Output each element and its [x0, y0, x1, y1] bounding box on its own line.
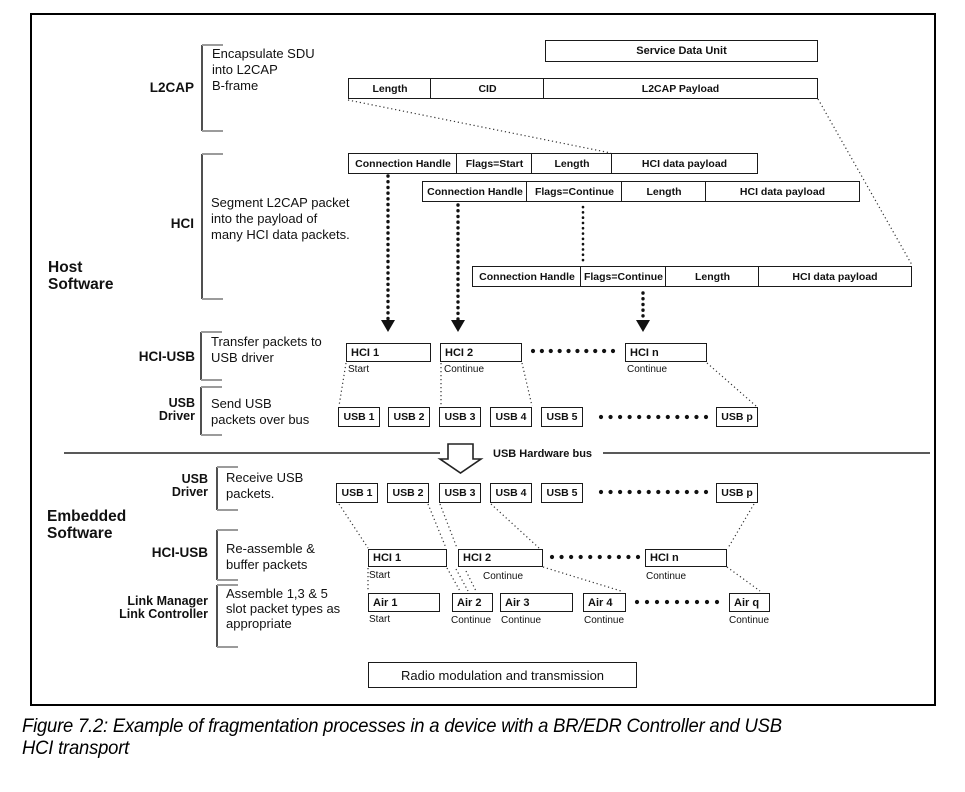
l2cap-label: L2CAP: [149, 80, 194, 95]
pkt2-flags: Flags=Continue: [526, 181, 623, 202]
pkt2-length: Length: [621, 181, 707, 202]
link-desc: Assemble 1,3 & 5 slot packet types as ap…: [226, 586, 341, 631]
hci-desc: Segment L2CAP packet into the payload of…: [211, 195, 350, 242]
usb-driver2-label: USB Driver: [171, 472, 208, 499]
ehci1-start-label: Start: [369, 570, 391, 581]
emb-usb3: USB 3: [439, 483, 481, 503]
emb-usb4: USB 4: [490, 483, 532, 503]
emb-usbp: USB p: [716, 483, 758, 503]
sdu-box: Service Data Unit: [545, 40, 818, 62]
hci-usb2-desc: Re-assemble & buffer packets: [226, 541, 315, 572]
hci-label: HCI: [170, 216, 194, 231]
pkt3-flags: Flags=Continue: [580, 266, 667, 287]
emb-hci1: HCI 1: [368, 549, 447, 567]
air2: Air 2: [452, 593, 493, 612]
usb-driver-desc: Send USB packets over bus: [211, 396, 310, 427]
hcin-cont-label: Continue: [627, 364, 668, 375]
pkt3-handle: Connection Handle: [472, 266, 582, 287]
usb-driver2-desc: Receive USB packets.: [226, 470, 304, 501]
emb-usb5: USB 5: [541, 483, 583, 503]
host-usb2: USB 2: [388, 407, 430, 427]
embedded-software-label: Embedded Software: [47, 508, 127, 542]
host-software-label: Host Software: [48, 259, 114, 293]
air4-cont-label: Continue: [584, 615, 625, 626]
host-hci1: HCI 1: [346, 343, 431, 362]
hci2-cont-label: Continue: [444, 364, 485, 375]
usb-driver-label: USB Driver: [158, 396, 195, 423]
link-label: Link Manager Link Controller: [119, 594, 208, 621]
ehci2-cont-label: Continue: [483, 571, 524, 582]
host-usbp: USB p: [716, 407, 758, 427]
host-usb4: USB 4: [490, 407, 532, 427]
host-hci2: HCI 2: [440, 343, 522, 362]
ehcin-cont-label: Continue: [646, 571, 687, 582]
airq: Air q: [729, 593, 770, 612]
pkt3-payload: HCI data payload: [758, 266, 912, 287]
air2-cont-label: Continue: [451, 615, 492, 626]
emb-hcin: HCI n: [645, 549, 727, 567]
host-usb3: USB 3: [439, 407, 481, 427]
air3: Air 3: [500, 593, 573, 612]
l2cap-cid: CID: [430, 78, 545, 99]
pkt3-length: Length: [665, 266, 760, 287]
pkt2-payload: HCI data payload: [705, 181, 860, 202]
hci-usb-desc: Transfer packets to USB driver: [211, 334, 322, 365]
emb-usb2: USB 2: [387, 483, 429, 503]
emb-hci2: HCI 2: [458, 549, 543, 567]
air3-cont-label: Continue: [501, 615, 542, 626]
radio-box: Radio modulation and transmission: [368, 662, 637, 688]
pkt1-payload: HCI data payload: [611, 153, 758, 174]
pkt1-length: Length: [531, 153, 613, 174]
diagram-border: [30, 13, 936, 706]
l2cap-payload: L2CAP Payload: [543, 78, 818, 99]
l2cap-length: Length: [348, 78, 432, 99]
host-usb5: USB 5: [541, 407, 583, 427]
hci-usb2-label: HCI-USB: [151, 545, 208, 560]
bus-label: USB Hardware bus: [493, 448, 593, 460]
host-hcin: HCI n: [625, 343, 707, 362]
pkt1-flags: Flags=Start: [456, 153, 533, 174]
figure-caption: Figure 7.2: Example of fragmentation pro…: [22, 716, 782, 759]
pkt2-handle: Connection Handle: [422, 181, 528, 202]
air1: Air 1: [368, 593, 440, 612]
emb-usb1: USB 1: [336, 483, 378, 503]
hci1-start-label: Start: [348, 364, 370, 375]
pkt1-handle: Connection Handle: [348, 153, 458, 174]
hci-usb-label: HCI-USB: [138, 349, 195, 364]
host-usb1: USB 1: [338, 407, 380, 427]
air4: Air 4: [583, 593, 626, 612]
air1-start-label: Start: [369, 614, 391, 625]
airq-cont-label: Continue: [729, 615, 770, 626]
l2cap-desc: Encapsulate SDU into L2CAP B-frame: [212, 46, 315, 93]
